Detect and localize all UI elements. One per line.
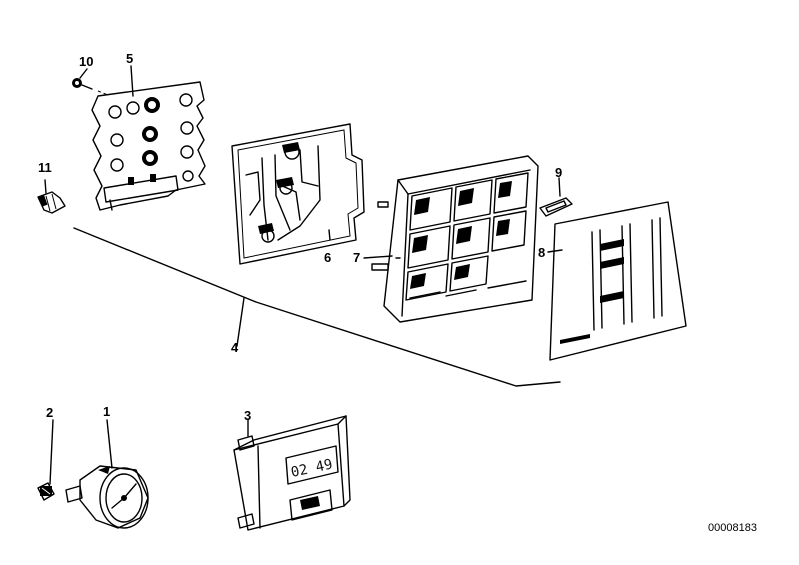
part-9-grommet [539,177,573,217]
part-1-gauge [65,419,149,529]
part-5-circuit-board [91,81,206,211]
callout-1: 1 [103,404,110,419]
part-6-flex-circuit [231,123,365,265]
clock-display: 02 49 [290,456,335,480]
callout-2: 2 [46,405,53,420]
callout-9: 9 [555,165,562,180]
callout-5: 5 [126,51,133,66]
part-4-assembly-bracket [73,227,561,387]
document-number: 00008183 [708,522,757,534]
part-11-bulb [37,179,66,214]
callout-6: 6 [324,250,331,265]
callout-10: 10 [79,54,93,69]
callout-8: 8 [538,245,545,260]
part-8-lens-panel [547,201,687,361]
callout-11: 11 [38,160,52,175]
callout-leaders [79,65,393,259]
part-3-clock: 02 49 [233,415,351,531]
part-10-screw [72,78,109,96]
callout-7: 7 [353,250,360,265]
callout-3: 3 [244,408,251,423]
part-2-bulb [37,419,55,501]
part-7-housing [371,155,539,323]
callout-4: 4 [231,340,239,355]
